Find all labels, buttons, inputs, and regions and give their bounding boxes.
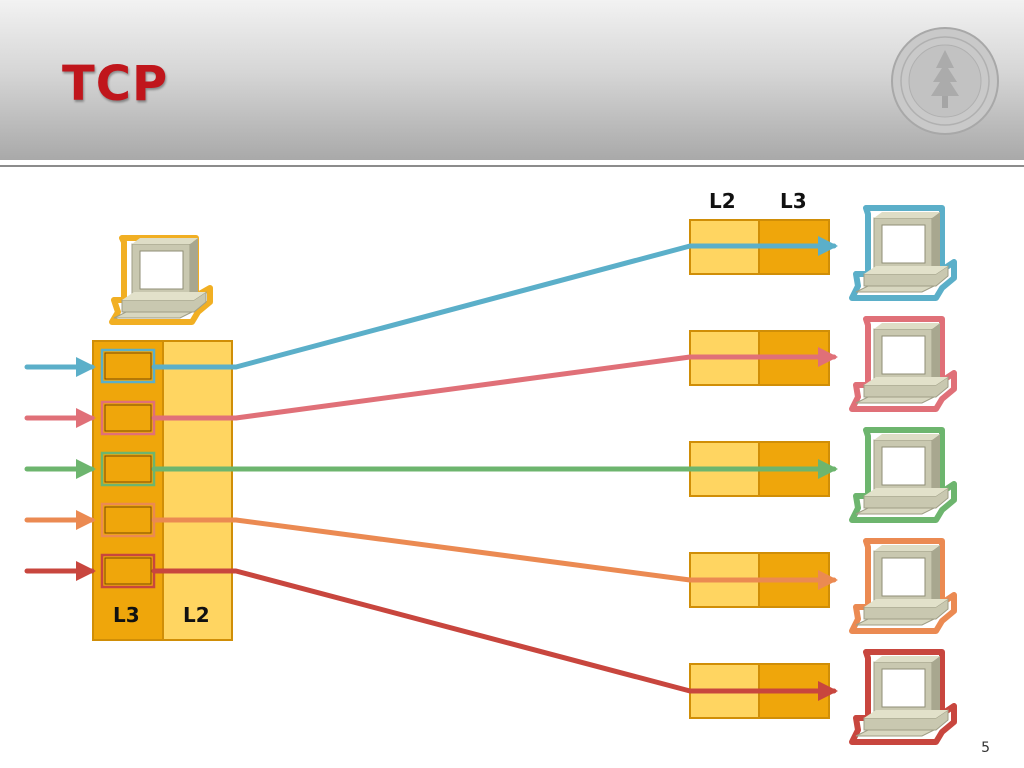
header-divider-light [0, 160, 1024, 164]
incoming-arrows [24, 357, 96, 581]
right-header-label-col1: L2 [709, 189, 736, 213]
receiver-computer-icon-4 [849, 538, 957, 634]
sender-computer-icon [109, 235, 213, 325]
flow-line-2 [151, 347, 838, 421]
right-header-label-col2: L3 [780, 189, 807, 213]
receiver-computer-icon-1 [849, 205, 957, 301]
receiver-computer-icon-5 [849, 649, 957, 745]
university-seal-icon [891, 27, 999, 135]
left-stack-label-col1: L3 [113, 603, 140, 627]
flow-line-1 [151, 236, 838, 370]
slide-title: TCP [62, 56, 169, 112]
receiver-computer-icon-2 [849, 316, 957, 412]
flow-line-5 [151, 568, 838, 701]
page-number: 5 [981, 740, 990, 756]
title-bar [0, 0, 1024, 160]
flow-lines [151, 236, 838, 701]
flow-line-4 [151, 517, 838, 590]
sender-stack: L3 L2 [92, 340, 233, 641]
left-stack-label-col2: L2 [183, 603, 210, 627]
receiver-computer-icon-3 [849, 427, 957, 523]
header-divider-dark [0, 165, 1024, 167]
